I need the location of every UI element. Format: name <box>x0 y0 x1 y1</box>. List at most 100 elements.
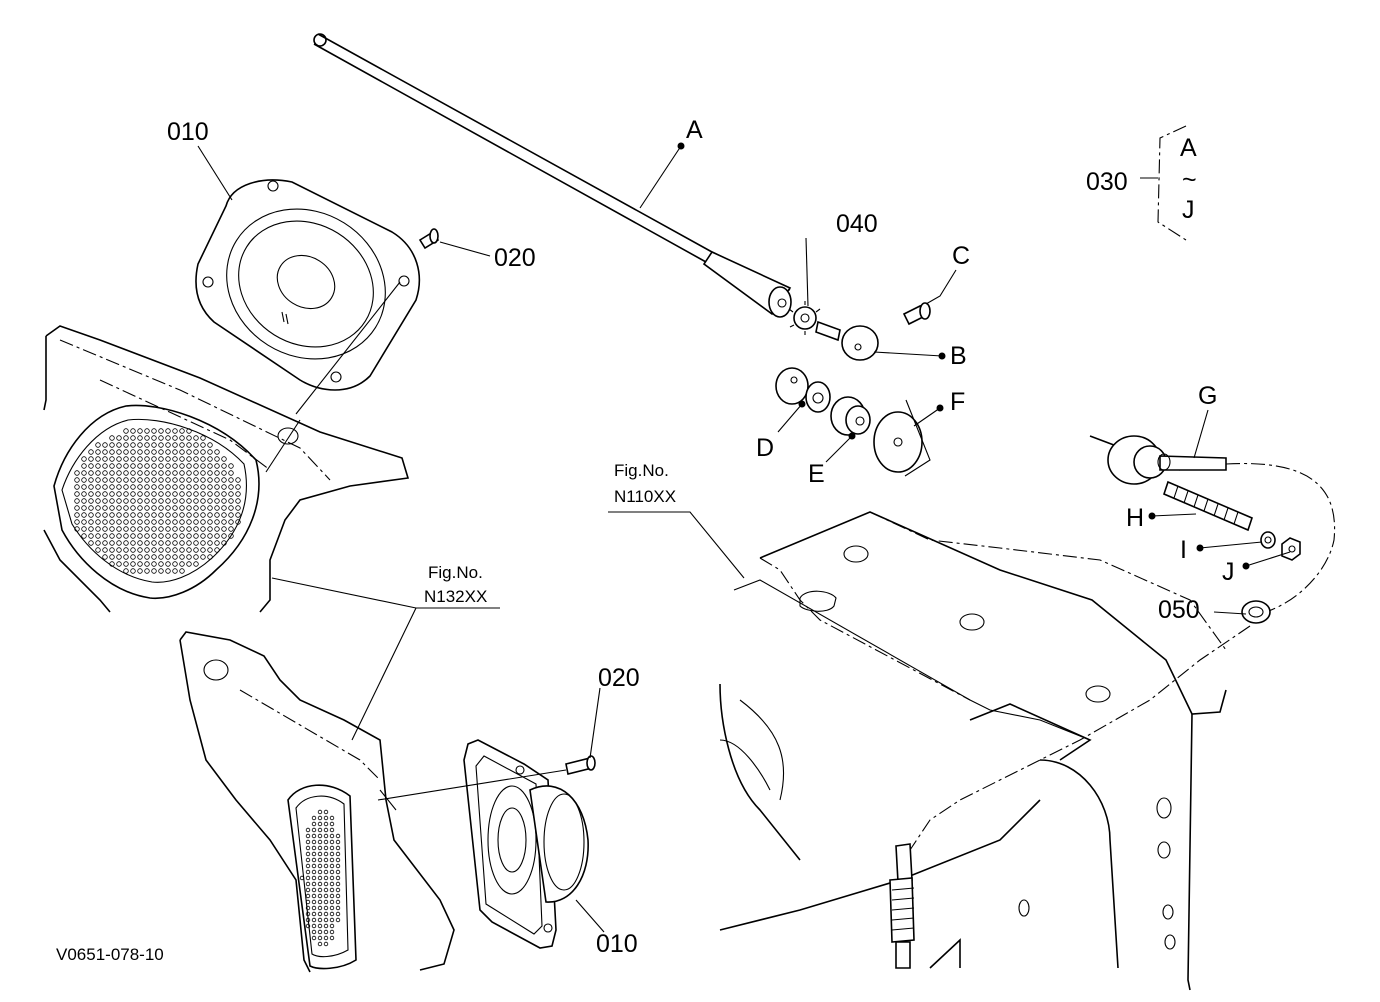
grille-hole <box>102 498 108 504</box>
grille-hole <box>158 505 164 511</box>
grille-hole <box>165 456 171 462</box>
grille-hole <box>109 463 115 469</box>
speaker-bottom-010 <box>463 739 589 949</box>
grille-hole <box>172 484 178 490</box>
grille-hole <box>102 512 108 518</box>
grille-hole <box>179 428 185 434</box>
grille-hole <box>88 477 94 483</box>
grille-hole <box>179 463 185 469</box>
grille-hole <box>221 540 227 546</box>
grille-hole <box>109 505 115 511</box>
grommet-050 <box>1241 600 1271 624</box>
grille-hole <box>158 561 164 567</box>
bushing-E <box>830 396 871 436</box>
antenna-base-B <box>815 320 879 361</box>
grille-hole <box>172 428 178 434</box>
grille-hole <box>109 498 115 504</box>
grille-hole <box>186 512 192 518</box>
grille-hole <box>130 533 136 539</box>
grille-hole <box>311 893 317 899</box>
grille-hole <box>235 519 241 525</box>
grille-hole <box>158 568 164 574</box>
grille-hole <box>221 519 227 525</box>
grille-hole <box>207 442 213 448</box>
grille-hole <box>172 491 178 497</box>
grille-hole <box>123 498 129 504</box>
grille-hole <box>172 554 178 560</box>
grille-hole <box>186 428 192 434</box>
grille-hole <box>311 857 317 863</box>
grille-hole <box>317 839 323 845</box>
grille-hole <box>130 463 136 469</box>
grille-hole <box>323 827 329 833</box>
grille-hole <box>323 881 329 887</box>
grille-hole <box>116 512 122 518</box>
grille-hole <box>151 449 157 455</box>
grille-hole <box>323 935 329 941</box>
grille-hole <box>311 905 317 911</box>
grille-hole <box>200 512 206 518</box>
grille-hole <box>116 533 122 539</box>
label-I: I <box>1180 536 1187 564</box>
grille-hole <box>123 519 129 525</box>
grille-hole <box>214 463 220 469</box>
grille-hole <box>323 893 329 899</box>
grille-hole <box>95 484 101 490</box>
grille-hole <box>165 442 171 448</box>
grille-hole <box>221 456 227 462</box>
grille-hole <box>228 491 234 497</box>
grille-hole <box>74 477 80 483</box>
speaker-grille-lower <box>299 809 341 947</box>
grille-hole <box>95 477 101 483</box>
grille-hole <box>200 456 206 462</box>
grille-hole <box>102 526 108 532</box>
grille-hole <box>81 519 87 525</box>
grille-hole <box>165 554 171 560</box>
grille-hole <box>317 869 323 875</box>
grille-hole <box>214 505 220 511</box>
grille-hole <box>151 463 157 469</box>
grille-hole <box>172 540 178 546</box>
grille-hole <box>109 526 115 532</box>
grille-hole <box>158 484 164 490</box>
grille-hole <box>123 463 129 469</box>
grille-hole <box>172 456 178 462</box>
grille-hole <box>151 491 157 497</box>
grille-hole <box>329 857 335 863</box>
grille-hole <box>158 512 164 518</box>
grille-hole <box>221 498 227 504</box>
grille-hole <box>102 519 108 525</box>
grille-hole <box>311 839 317 845</box>
grille-hole <box>172 505 178 511</box>
grille-hole <box>317 857 323 863</box>
grille-hole <box>317 827 323 833</box>
grille-hole <box>323 869 329 875</box>
grille-hole <box>151 526 157 532</box>
grille-hole <box>123 435 129 441</box>
part-labels: 010 020 A 040 C B F D E G H I J 050 030 … <box>56 116 1235 964</box>
grille-hole <box>214 533 220 539</box>
label-range-end: J <box>1182 196 1195 224</box>
grille-hole <box>116 442 122 448</box>
grille-hole <box>335 845 341 851</box>
grille-hole <box>172 463 178 469</box>
grille-hole <box>137 442 143 448</box>
grille-hole <box>158 547 164 553</box>
grille-hole <box>151 435 157 441</box>
grille-hole <box>95 533 101 539</box>
grille-hole <box>317 821 323 827</box>
grille-hole <box>158 428 164 434</box>
grille-hole <box>137 484 143 490</box>
grille-hole <box>123 540 129 546</box>
grille-hole <box>74 484 80 490</box>
grille-hole <box>323 917 329 923</box>
grille-hole <box>137 547 143 553</box>
grille-hole <box>214 449 220 455</box>
grille-hole <box>329 923 335 929</box>
grille-hole <box>116 491 122 497</box>
grille-hole <box>81 470 87 476</box>
grille-hole <box>207 456 213 462</box>
label-030: 030 <box>1086 168 1128 196</box>
grille-hole <box>311 929 317 935</box>
grille-hole <box>165 491 171 497</box>
